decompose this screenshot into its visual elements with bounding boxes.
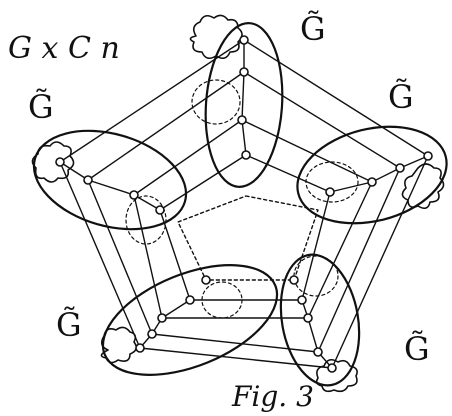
copy-ellipse-bottom-left [101,264,279,376]
copy-label-top: G̃ [300,10,326,48]
vertex [147,329,157,339]
dashed-circle-top [191,79,241,125]
copy-label-right: G̃ [388,78,414,116]
figure-caption: Fig. 3 [231,380,314,413]
vertex [83,175,93,185]
cycle-layers [59,39,429,369]
cloud-blob-left [31,141,75,183]
vertex [239,35,249,45]
diagram-title: G x C n [8,31,120,66]
dashed-circles [125,79,359,319]
internal-edges [59,39,429,369]
copy-ellipse-bottom-right [279,253,361,387]
vertex [185,295,195,305]
cloud-blobs [31,14,445,393]
copy-label-bottom-left: G̃ [56,306,82,344]
vertex [135,343,145,353]
cycle-layer-1 [59,39,429,369]
vertex [239,67,249,77]
copy-label-bottom-right: G̃ [404,330,430,368]
dashed-circle-left [125,195,167,245]
copy-ellipse-left [32,129,188,231]
vertex [157,313,167,323]
vertex [241,150,251,160]
cloud-blob-top [189,14,243,60]
vertex [55,157,65,167]
cycle-layer-2 [87,71,401,353]
copy-ellipse-right [296,125,448,225]
cloud-blob-bottom-right [315,358,358,393]
vertex [201,275,211,285]
dashed-circle-right [305,161,359,203]
vertex [303,313,313,323]
copy-ellipses [32,22,448,387]
vertex [325,187,335,197]
copy-ellipse-top [204,22,284,188]
copy-label-left: G̃ [28,88,54,126]
vertex [129,190,139,200]
cycle-layer-3 [133,119,373,319]
vertex [327,363,337,373]
cloud-blob-right [401,163,445,210]
cycle-layer-4 [159,154,331,301]
vertices [55,35,433,373]
vertex [289,275,299,285]
vertex [313,347,323,357]
dashed-circle-bottom-right [293,255,339,297]
vertex [155,205,165,215]
vertex [367,177,377,187]
cloud-blob-bottom-left [100,326,138,364]
vertex [297,295,307,305]
vertex [237,115,247,125]
vertex [423,151,433,161]
dashed-circle-bottom-left [201,281,243,319]
vertex [395,163,405,173]
